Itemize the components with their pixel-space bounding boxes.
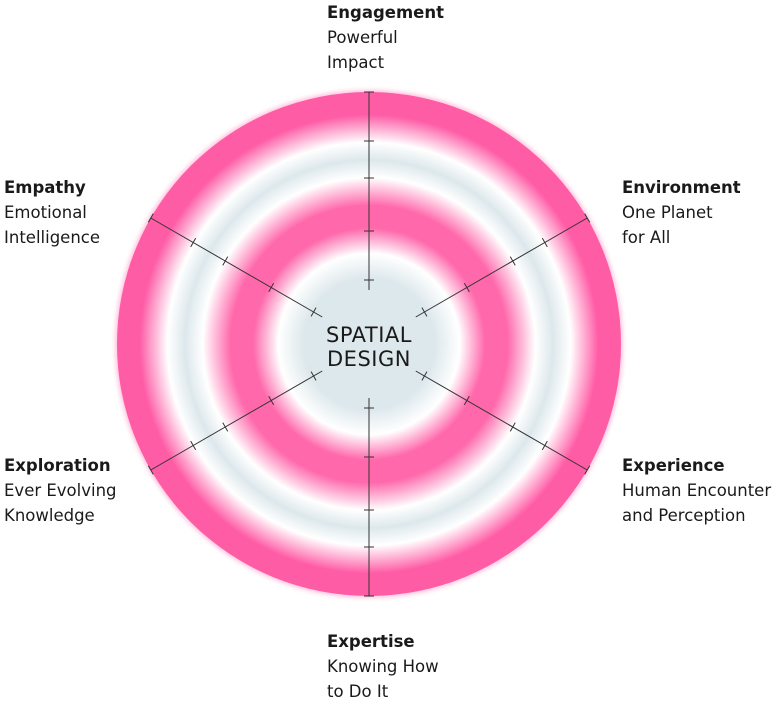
label-empathy-title: Empathy <box>4 178 86 197</box>
tick-experience-1 <box>421 371 428 381</box>
label-experience-title: Experience <box>622 456 725 475</box>
tick-empathy-5 <box>147 213 154 223</box>
label-environment-line-2: for All <box>622 228 671 247</box>
tick-environment-2 <box>463 282 470 293</box>
label-engagement-title: Engagement <box>327 3 444 22</box>
label-empathy-line-1: Emotional <box>4 203 87 222</box>
center-title-line-2: DESIGN <box>327 347 411 371</box>
spoke-exploration <box>150 370 323 471</box>
label-engagement-line-1: Powerful <box>327 28 398 47</box>
label-exploration-line-2: Knowledge <box>4 506 95 525</box>
tick-empathy-1 <box>310 307 317 317</box>
tick-empathy-3 <box>222 256 229 266</box>
label-empathy-line-2: Intelligence <box>4 228 101 247</box>
label-experience-line-1: Human Encounter <box>622 481 772 500</box>
tick-empathy-2 <box>268 282 275 293</box>
tick-experience-5 <box>584 465 591 475</box>
spoke-experience <box>415 370 588 471</box>
label-environment-title: Environment <box>622 178 741 197</box>
label-expertise-line-1: Knowing How <box>327 657 439 676</box>
axis-spokes <box>147 91 591 597</box>
tick-exploration-5 <box>147 465 154 475</box>
tick-environment-5 <box>584 213 591 223</box>
tick-empathy-4 <box>190 237 197 248</box>
label-empathy: Empathy Emotional Intelligence <box>4 175 100 250</box>
tick-exploration-2 <box>268 395 275 406</box>
label-expertise-line-2: to Do It <box>327 682 389 701</box>
label-exploration-title: Exploration <box>4 456 111 475</box>
label-experience-line-2: and Perception <box>622 506 746 525</box>
tick-environment-3 <box>509 256 516 266</box>
tick-exploration-3 <box>222 422 229 432</box>
label-experience: Experience Human Encounter and Perceptio… <box>622 453 771 528</box>
ring-disc <box>117 92 621 596</box>
label-expertise: Expertise Knowing How to Do It <box>327 629 439 701</box>
tick-exploration-4 <box>190 440 197 451</box>
tick-environment-1 <box>421 307 428 317</box>
label-engagement: Engagement Powerful Impact <box>327 0 444 75</box>
label-environment-line-1: One Planet <box>622 203 713 222</box>
tick-environment-4 <box>541 237 548 248</box>
tick-experience-4 <box>541 440 548 451</box>
label-expertise-title: Expertise <box>327 632 415 651</box>
tick-exploration-1 <box>310 371 317 381</box>
tick-experience-3 <box>509 422 516 432</box>
tick-experience-2 <box>463 395 470 406</box>
label-environment: Environment One Planet for All <box>622 175 741 250</box>
spoke-environment <box>415 217 588 318</box>
label-exploration: Exploration Ever Evolving Knowledge <box>4 453 117 528</box>
spoke-empathy <box>150 217 323 318</box>
center-title-line-1: SPATIAL <box>326 323 412 347</box>
label-exploration-line-1: Ever Evolving <box>4 481 117 500</box>
label-engagement-line-2: Impact <box>327 53 385 72</box>
